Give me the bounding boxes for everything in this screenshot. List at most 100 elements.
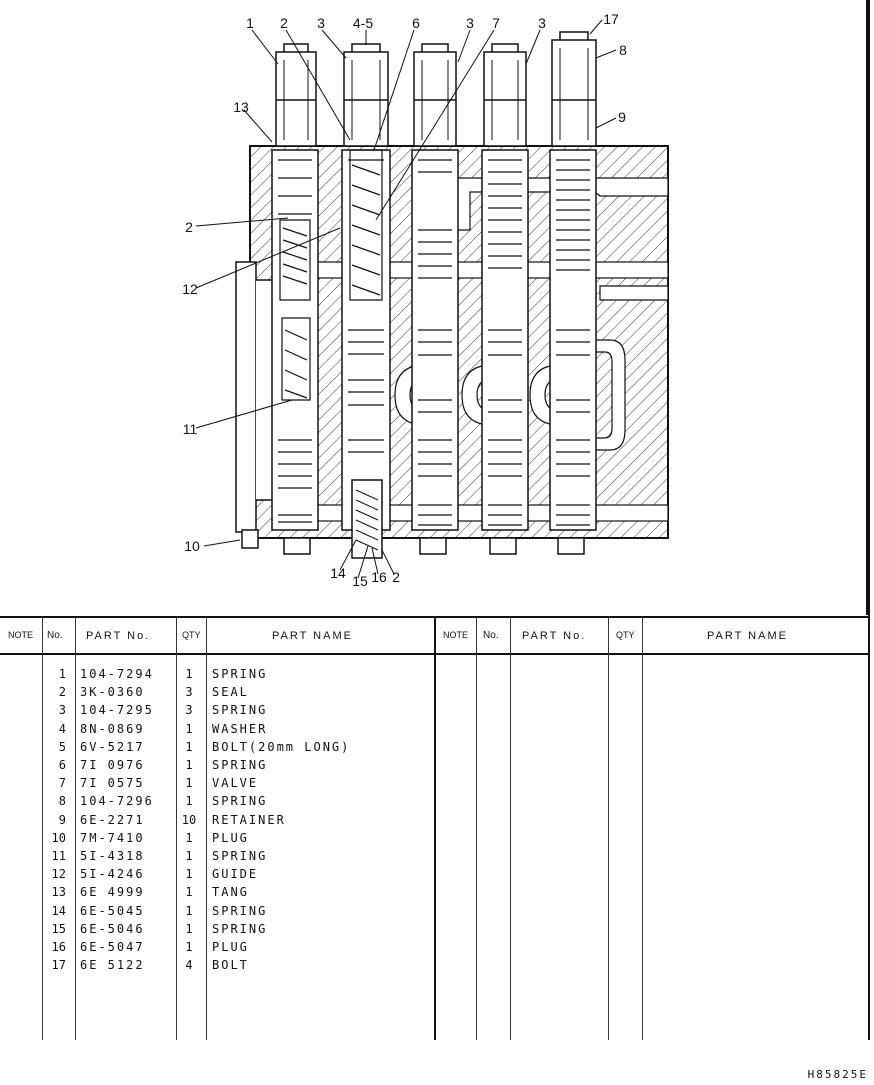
callout-12: 12: [182, 281, 198, 297]
row-no: 5: [58, 739, 66, 754]
row-qty: 1: [185, 885, 193, 900]
row-part-no: 6E-5045: [80, 903, 145, 918]
row-part-no: 6E-5046: [80, 921, 145, 936]
row-no: 7: [58, 776, 66, 791]
row-part-name: PLUG: [212, 940, 249, 954]
row-part-name: WASHER: [212, 721, 268, 736]
callout-labels: 1 2 3 4-5 6 3 7 3 17 8 9 13 2 12 11 10 1…: [182, 11, 627, 589]
row-no: 10: [51, 830, 66, 845]
col-rule: [176, 617, 177, 1040]
row-part-name: BOLT: [212, 958, 249, 973]
callout-13: 13: [233, 99, 249, 115]
row-part-no: 7I 0976: [80, 758, 145, 772]
row-qty: 1: [185, 867, 193, 882]
callout-16: 16: [371, 569, 387, 585]
row-part-name: SPRING: [212, 921, 268, 936]
row-part-no: 6E-2271: [80, 812, 145, 827]
leader-lines: [195, 19, 617, 579]
header-part-name: PART NAME: [272, 630, 353, 642]
row-no: 8: [58, 794, 66, 809]
row-no: 4: [58, 721, 66, 736]
callout-11: 11: [183, 421, 198, 437]
row-part-name: SPRING: [212, 794, 268, 809]
callout-2c: 2: [392, 569, 400, 585]
row-qty: 1: [185, 849, 193, 863]
row-no: 2: [58, 685, 66, 700]
header-note-2: NOTE: [443, 630, 469, 640]
col-rule: [206, 617, 207, 1040]
row-no: 17: [51, 958, 66, 973]
row-part-no: 8N-0869: [80, 721, 145, 736]
col-rule: [476, 617, 477, 1040]
row-qty: 1: [185, 776, 193, 791]
row-part-no: 104-7295: [80, 703, 154, 718]
callout-3c: 3: [538, 15, 546, 31]
row-no: 13: [51, 885, 66, 900]
col-rule: [642, 617, 643, 1040]
header-qty-2: QTY: [616, 630, 635, 640]
callout-8: 8: [619, 42, 627, 58]
table-row: 13 6E 4999 1 TANG: [0, 885, 434, 903]
row-part-no: 5I-4246: [80, 867, 145, 882]
col-rule: [434, 617, 436, 1040]
drawing-code: H85825E: [807, 1068, 868, 1081]
top-spring-caps: [275, 31, 597, 147]
row-part-name: SEAL: [212, 685, 249, 700]
row-part-no: 6V-5217: [80, 739, 145, 754]
callout-2: 2: [280, 15, 288, 31]
row-part-name: RETAINER: [212, 812, 286, 827]
row-part-no: 7I 0575: [80, 776, 145, 791]
callout-1: 1: [246, 15, 254, 31]
row-part-no: 5I-4318: [80, 849, 145, 863]
row-qty: 4: [185, 958, 193, 973]
row-qty: 1: [185, 739, 193, 754]
row-part-no: 104-7296: [80, 794, 154, 809]
valve-cross-section-diagram: 1 2 3 4-5 6 3 7 3 17 8 9 13 2 12 11 10 1…: [182, 11, 669, 589]
row-qty: 3: [185, 703, 193, 718]
row-no: 3: [58, 703, 66, 718]
row-part-name: SPRING: [212, 849, 268, 863]
col-rule: [608, 617, 609, 1040]
table-right-rule: [868, 0, 870, 1040]
row-qty: 10: [181, 812, 197, 827]
header-part-no: PART No.: [86, 630, 151, 642]
header-no-2: No.: [483, 630, 499, 641]
table-row: 5 6V-5217 1 BOLT(20mm LONG): [0, 740, 434, 758]
row-qty: 1: [185, 940, 193, 954]
row-part-name: SPRING: [212, 703, 268, 718]
row-part-name: SPRING: [212, 758, 268, 772]
table-row: 8 104-7296 1 SPRING: [0, 794, 434, 812]
callout-17: 17: [603, 11, 619, 27]
row-part-name: SPRING: [212, 903, 268, 918]
row-part-no: 6E 4999: [80, 885, 145, 900]
row-qty: 1: [185, 830, 193, 845]
col-rule: [75, 617, 76, 1040]
table-row: 14 6E-5045 1 SPRING: [0, 904, 434, 922]
header-part-no-2: PART No.: [522, 630, 587, 642]
row-qty: 1: [185, 903, 193, 918]
callout-14: 14: [330, 565, 346, 581]
row-part-name: TANG: [212, 885, 249, 900]
header-part-name-2: PART NAME: [707, 630, 788, 642]
callout-15: 15: [352, 573, 368, 589]
row-part-no: 6E 5122: [80, 958, 145, 973]
row-qty: 1: [185, 667, 193, 681]
row-part-name: BOLT(20mm LONG): [212, 739, 351, 754]
callout-3: 3: [317, 15, 325, 31]
row-part-no: 6E-5047: [80, 940, 145, 954]
row-no: 14: [51, 903, 66, 918]
table-row: 17 6E 5122 4 BOLT: [0, 958, 434, 976]
callout-7: 7: [492, 15, 500, 31]
spool-lands: [278, 159, 590, 526]
row-qty: 1: [185, 794, 193, 809]
bottom-caps: [241, 479, 585, 559]
